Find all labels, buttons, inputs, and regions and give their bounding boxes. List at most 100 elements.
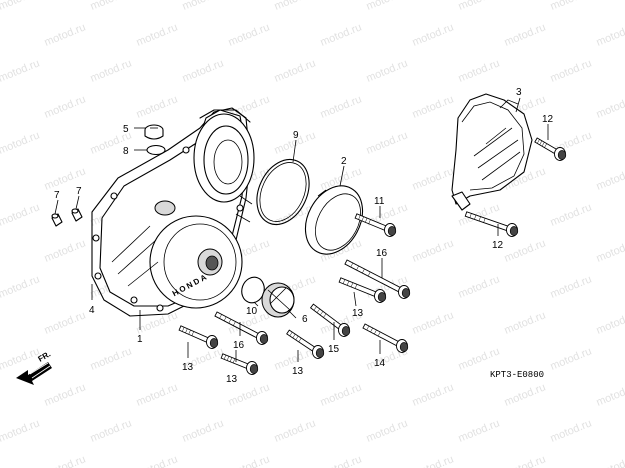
left-crankcase-cover: HONDA (91, 107, 255, 317)
callout-7: 7 (54, 190, 60, 201)
oil-filler-cap (144, 124, 164, 140)
o-ring-large (256, 159, 310, 225)
watermark-text: motod.ru (595, 453, 625, 468)
watermark-text: motod.ru (89, 417, 134, 444)
watermark-text: motod.ru (0, 273, 41, 300)
watermark-text: motod.ru (135, 93, 180, 120)
flange-bolt (309, 303, 351, 337)
watermark-text: motod.ru (319, 93, 364, 120)
callout-13: 13 (352, 308, 364, 319)
watermark-text: motod.ru (457, 57, 502, 84)
callout-13: 13 (182, 362, 194, 373)
watermark-text: motod.ru (595, 309, 625, 336)
watermark-text: motod.ru (43, 381, 88, 408)
watermark-text: motod.ru (319, 21, 364, 48)
flange-bolt (220, 353, 259, 375)
watermark-text: motod.ru (89, 345, 134, 372)
watermark-text: motod.ru (273, 57, 318, 84)
watermark-text: motod.ru (227, 453, 272, 468)
watermark-text: motod.ru (549, 417, 594, 444)
watermark-text: motod.ru (549, 345, 594, 372)
watermark-text: motod.ru (0, 57, 41, 84)
watermark-text: motod.ru (0, 417, 41, 444)
filler-plug (261, 282, 295, 318)
watermark-text: motod.ru (181, 0, 226, 13)
watermark-text: motod.ru (549, 0, 594, 13)
watermark-text: motod.ru (319, 381, 364, 408)
watermark-text: motod.ru (43, 21, 88, 48)
callout-13: 13 (292, 366, 304, 377)
watermark-text: motod.ru (89, 57, 134, 84)
callout-4: 4 (89, 305, 95, 316)
callout-14: 14 (374, 358, 386, 369)
watermark-text: motod.ru (595, 237, 625, 264)
callout-13: 13 (226, 374, 238, 385)
flange-bolt (338, 277, 387, 303)
watermark-text: motod.ru (457, 273, 502, 300)
watermark-text: motod.ru (135, 381, 180, 408)
flange-bolt (178, 325, 219, 349)
watermark-text: motod.ru (503, 381, 548, 408)
watermark-text: motod.ru (595, 21, 625, 48)
watermark-text: motod.ru (503, 453, 548, 468)
callout-9: 9 (293, 130, 299, 141)
watermark-text: motod.ru (595, 165, 625, 192)
watermark-text: motod.ru (43, 93, 88, 120)
cover-cap (304, 185, 364, 255)
callout-10: 10 (246, 306, 258, 317)
watermark-text: motod.ru (227, 381, 272, 408)
flange-bolt (534, 137, 567, 161)
callout-16: 16 (233, 340, 245, 351)
watermark-text: motod.ru (0, 201, 41, 228)
watermark-text: motod.ru (319, 453, 364, 468)
watermark-text: motod.ru (365, 417, 410, 444)
flange-bolt (214, 311, 269, 345)
watermark-text: motod.ru (503, 237, 548, 264)
dowel-pin (71, 208, 83, 222)
watermark-text: motod.ru (0, 0, 41, 13)
watermark-text: motod.ru (503, 309, 548, 336)
callout-16: 16 (376, 248, 388, 259)
watermark-text: motod.ru (0, 129, 41, 156)
watermark-text: motod.ru (503, 21, 548, 48)
o-ring-small (146, 144, 166, 156)
flange-bolt (344, 259, 411, 299)
watermark-text: motod.ru (365, 57, 410, 84)
watermark-text: motod.ru (227, 21, 272, 48)
dowel-pin (51, 213, 63, 227)
watermark-text: motod.ru (411, 165, 456, 192)
watermark-text: motod.ru (365, 129, 410, 156)
watermark-text: motod.ru (273, 417, 318, 444)
callout-6: 6 (302, 314, 308, 325)
watermark-text: motod.ru (43, 453, 88, 468)
watermark-text: motod.ru (43, 237, 88, 264)
watermark-text: motod.ru (549, 273, 594, 300)
watermark-text: motod.ru (365, 0, 410, 13)
callout-labels: 5 8 7 7 4 1 9 2 11 16 3 12 12 13 15 14 1… (54, 87, 554, 385)
flange-bolt (362, 323, 409, 353)
watermark-text: motod.ru (411, 21, 456, 48)
watermark-text: motod.ru (549, 57, 594, 84)
callout-12: 12 (492, 240, 504, 251)
flange-bolt (464, 211, 519, 237)
watermark-text: motod.ru (135, 309, 180, 336)
watermark-text: motod.ru (595, 381, 625, 408)
sprocket-cover (451, 93, 533, 211)
callout-11: 11 (374, 196, 385, 207)
callout-7: 7 (76, 186, 82, 197)
flange-bolt (286, 329, 325, 359)
callout-1: 1 (137, 334, 143, 345)
watermark-text: motod.ru (181, 417, 226, 444)
callout-15: 15 (328, 344, 340, 355)
watermark-text: motod.ru (135, 453, 180, 468)
watermark-text: motod.ru (457, 0, 502, 13)
watermark-text: motod.ru (595, 93, 625, 120)
callout-8: 8 (123, 146, 129, 157)
leader-lines (54, 97, 549, 362)
callout-3: 3 (516, 87, 522, 98)
callout-12: 12 (542, 114, 554, 125)
watermark-text: motod.ru (43, 309, 88, 336)
watermark-text: motod.ru (411, 381, 456, 408)
watermark-text: motod.ru (0, 345, 41, 372)
